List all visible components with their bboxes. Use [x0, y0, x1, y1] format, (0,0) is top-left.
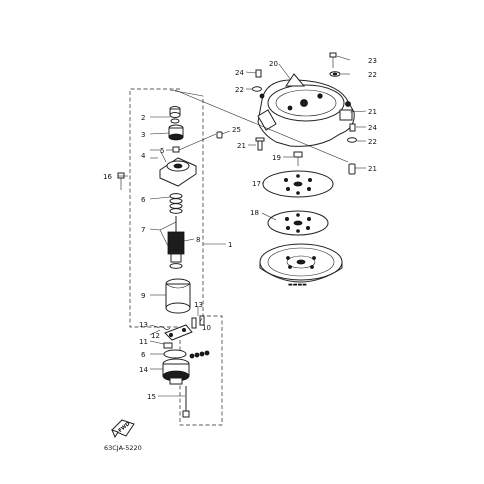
stopper-11	[163, 342, 173, 349]
callout-10: 10	[202, 324, 211, 332]
bolt-19	[293, 151, 303, 166]
washer-22-right	[347, 137, 357, 143]
callout-1: 1	[228, 241, 232, 249]
diagram-code: 63CJA-5220	[104, 444, 142, 452]
plate-17	[262, 170, 334, 198]
callout-15: 15	[147, 393, 156, 401]
plate-18	[267, 210, 329, 236]
callout-20: 20	[269, 60, 278, 68]
callout-24: 24	[368, 124, 377, 132]
callout-21: 21	[237, 142, 246, 150]
callout-3: 3	[141, 131, 145, 139]
bolt-23	[329, 52, 337, 68]
callout-5: 5	[160, 147, 164, 155]
lower-bracket-14	[162, 358, 190, 385]
callout-22: 22	[235, 86, 244, 94]
callout-24: 24	[235, 69, 244, 77]
clip-25	[216, 131, 223, 139]
callout-21: 21	[368, 108, 377, 116]
callout-11: 11	[139, 338, 148, 346]
armature-8	[167, 216, 185, 269]
pin-5	[172, 146, 180, 153]
callout-7: 7	[141, 226, 145, 234]
grommet-24-right	[349, 123, 356, 132]
callout-8: 8	[196, 236, 200, 244]
callout-2: 2	[141, 114, 145, 122]
callout-18: 18	[250, 209, 259, 217]
washers-6-upper	[169, 193, 183, 214]
callout-25: 25	[232, 126, 241, 134]
bolt-21-left	[255, 137, 265, 151]
callout-6: 6	[141, 351, 146, 359]
callout-9: 9	[141, 292, 145, 300]
bolt-21-right	[348, 163, 356, 175]
drive-gear-3	[168, 124, 184, 141]
washer-22-top	[329, 71, 341, 77]
yoke-9	[165, 278, 191, 314]
brush-holder-13	[164, 315, 205, 341]
washer-22-left	[252, 86, 262, 92]
flywheel: ▬▬▬▬	[259, 243, 343, 288]
flywheel-cover	[257, 73, 355, 147]
end-cover-4	[159, 157, 197, 187]
callout-16: 16	[103, 173, 112, 181]
callout-labels: 20 23 24 22 22 21 24 21 22 21 19 17 18 2…	[103, 57, 377, 401]
callout-22: 22	[368, 138, 377, 146]
callout-4: 4	[141, 152, 146, 160]
leader-lines	[118, 55, 367, 397]
callout-13: 13	[139, 321, 148, 329]
forward-arrow-icon: FWD	[111, 419, 135, 439]
callout-22: 22	[368, 71, 377, 79]
callout-17: 17	[252, 180, 261, 188]
starter-assembly-frame	[129, 88, 223, 426]
callout-19: 19	[272, 154, 281, 162]
grommet-24-top	[255, 69, 262, 78]
callout-14: 14	[139, 366, 148, 374]
spacer-6-lower	[163, 349, 210, 359]
callout-23: 23	[368, 57, 377, 65]
callout-6: 6	[141, 196, 146, 204]
flywheel-stamp: ▬▬▬▬	[288, 282, 307, 288]
through-bolt-15	[182, 386, 190, 418]
callout-13: 13	[194, 301, 203, 309]
nut-2	[169, 106, 181, 124]
callout-21: 21	[368, 165, 377, 173]
spring-12	[157, 326, 171, 330]
callout-12: 12	[151, 332, 160, 340]
bolt-16	[117, 172, 125, 190]
